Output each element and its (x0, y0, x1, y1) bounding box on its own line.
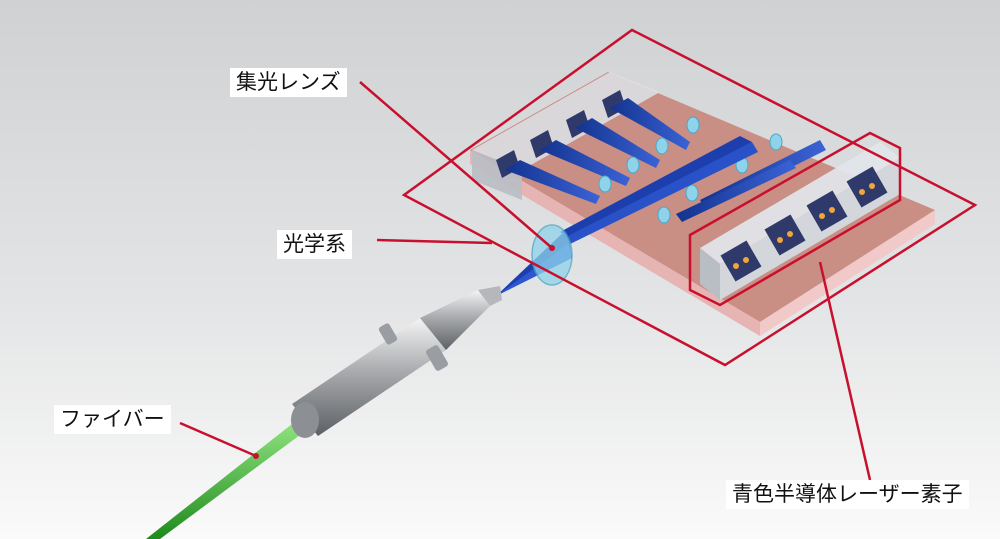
label-condenser-lens: 集光レンズ (230, 68, 347, 97)
laser-modules-right-row (700, 142, 900, 300)
optical-system-outline (401, 28, 978, 367)
label-fiber: ファイバー (54, 405, 171, 434)
optical-system-leader (376, 238, 493, 245)
label-laser-element: 青色半導体レーザー素子 (726, 480, 969, 509)
laser-element-leader (818, 261, 872, 481)
condenser-lens-leader (359, 81, 553, 249)
fiber-connector (291, 286, 502, 438)
base-board (470, 72, 935, 336)
fiber-pointer-dot (253, 453, 259, 459)
laser-element-outline (688, 131, 902, 307)
laser-beams-left (505, 98, 690, 204)
fiber-cable (146, 424, 304, 539)
condenser-lens (531, 224, 573, 286)
fiber-leader (179, 421, 257, 458)
callout-lines (179, 28, 978, 481)
condenser-lens-pointer-dot (549, 245, 555, 251)
label-optical-system: 光学系 (277, 230, 352, 259)
collimating-lenses (598, 116, 783, 224)
beam-trunk (560, 136, 758, 246)
